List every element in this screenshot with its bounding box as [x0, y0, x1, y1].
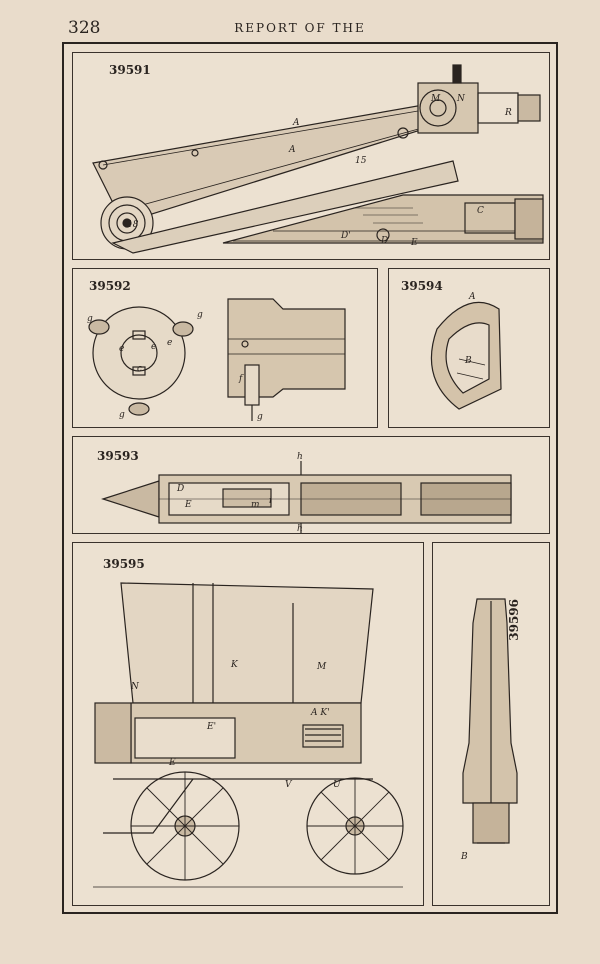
figure-39596-drawing: B	[460, 598, 518, 862]
figure-39595-panel: 39595	[72, 542, 424, 906]
figure-number: 39593	[97, 449, 139, 463]
engraving-plate: 39591	[62, 42, 558, 914]
label-N: N	[456, 94, 466, 104]
label-N: N	[130, 682, 140, 692]
figure-39592-drawing: g g g e e e c f g	[87, 298, 346, 422]
label-D: D	[380, 236, 388, 246]
label-D-prime: D'	[340, 231, 351, 241]
page-number: 328	[68, 18, 101, 38]
label-A: A	[468, 292, 476, 302]
label-D: D	[176, 484, 184, 494]
figure-39594-drawing: A B	[430, 292, 502, 410]
label-M: M	[316, 662, 327, 672]
label-e-2: e	[151, 342, 156, 352]
label-A-K-prime: A K'	[310, 708, 330, 718]
figure-number: 39595	[103, 557, 145, 571]
label-f: f	[238, 374, 244, 384]
label-h-1: h	[297, 452, 303, 462]
label-M: M	[430, 94, 441, 104]
figure-39591-panel: 39591	[72, 52, 550, 260]
figure-39591-drawing: A A M N R 15 18 C D' D E	[92, 64, 544, 254]
label-K: K	[230, 660, 239, 670]
label-A-2: A	[288, 145, 296, 155]
label-B: B	[464, 356, 472, 366]
label-E: E	[410, 238, 418, 248]
label-h-2: h	[297, 524, 303, 534]
figure-number: 39591	[109, 63, 151, 77]
figure-39596-panel: 39596 B	[432, 542, 550, 906]
figure-number: 39592	[89, 279, 131, 293]
figure-39595-drawing: N K M E' E A K' V U	[93, 582, 404, 888]
label-15: 15	[355, 156, 367, 166]
figure-39593-panel: 39593 h h D E m i	[72, 436, 550, 534]
label-g-2: g	[197, 310, 203, 320]
running-head: REPORT OF THE	[234, 21, 366, 35]
label-R: R	[504, 108, 512, 118]
page-header: 328 REPORT OF THE	[0, 16, 600, 40]
label-A-1: A	[292, 118, 300, 128]
figure-39592-panel: 39592 g g g e e e c	[72, 268, 378, 428]
label-E: E	[184, 500, 192, 510]
label-V: V	[285, 780, 293, 790]
label-U: U	[333, 780, 341, 790]
figure-39594-panel: 39594 A B	[388, 268, 550, 428]
label-e-1: e	[119, 344, 124, 354]
figure-number: 39594	[401, 279, 443, 293]
label-E: E	[168, 758, 176, 768]
label-18: 18	[127, 220, 139, 230]
label-g-1: g	[87, 314, 93, 324]
label-e-3: e	[167, 338, 172, 348]
label-C: C	[477, 206, 484, 216]
label-E-prime: E'	[206, 722, 216, 732]
label-B: B	[460, 852, 468, 862]
label-i: i	[269, 496, 272, 506]
figure-39593-drawing: h h D E m i	[101, 452, 512, 534]
label-m: m	[251, 500, 260, 510]
label-g-4: g	[257, 412, 263, 422]
label-g-3: g	[119, 410, 125, 420]
label-c: c	[137, 364, 142, 374]
